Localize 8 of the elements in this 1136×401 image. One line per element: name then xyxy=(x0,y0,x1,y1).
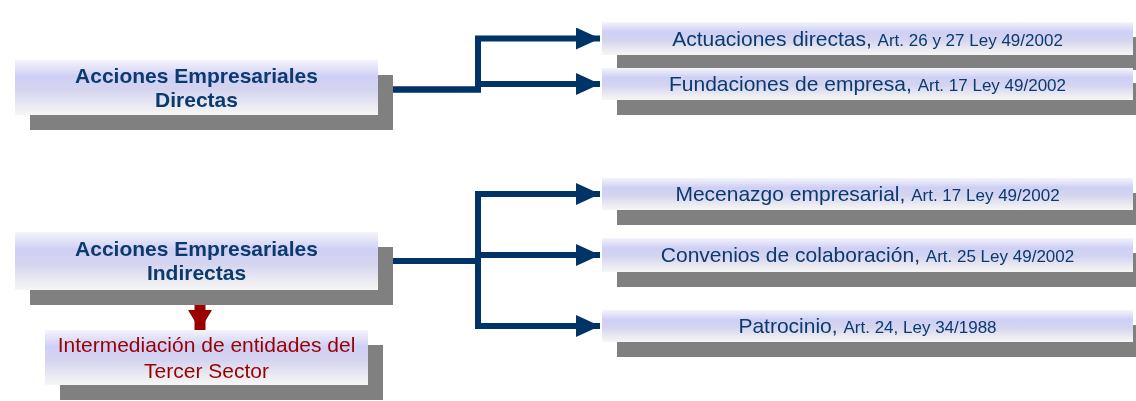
box-text: Intermediación de entidades del Tercer Sector xyxy=(56,331,357,384)
box-text: Acciones Empresariales Directas xyxy=(74,63,319,112)
box-text: Convenios de colaboración, Art. 25 Ley 49/2002 xyxy=(660,243,1075,267)
box-text: Acciones Empresariales Indirectas xyxy=(74,237,319,285)
box-text: Actuaciones directas, Art. 26 y 27 Ley 49/2002 xyxy=(672,26,1063,51)
box-text: Patrocinio, Art. 24, Ley 34/1988 xyxy=(738,314,997,338)
box-text: Fundaciones de empresa, Art. 17 Ley 49/2002 xyxy=(668,72,1066,96)
box-text: Mecenazgo empresarial, Art. 17 Ley 49/2002 xyxy=(675,182,1060,206)
